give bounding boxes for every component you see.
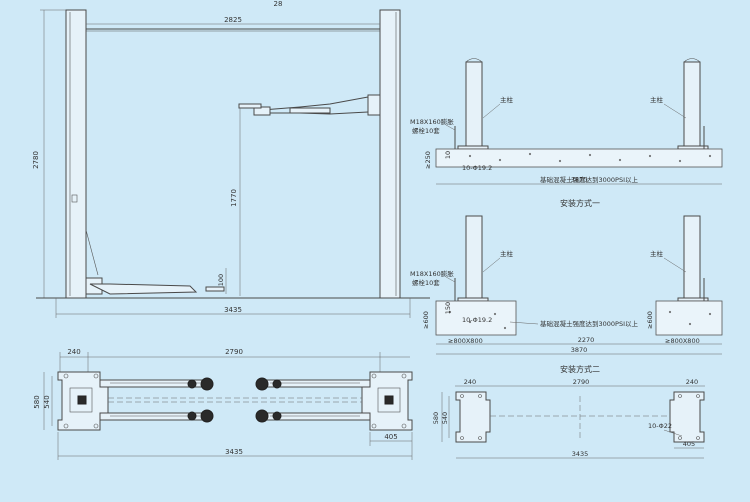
bolt-label-2b: 螺栓10套 <box>412 278 440 287</box>
dim-3435-side: 3435 <box>224 306 242 314</box>
dim-2780: 2780 <box>32 151 40 169</box>
column-left <box>465 61 483 149</box>
dim-240: 240 <box>67 348 80 356</box>
bolt-label-1: M18X160膨胀 <box>410 117 454 126</box>
install-method-1: 3870 M18X160膨胀 螺栓10套 主柱 主柱 ≥250 10 10-Φ1… <box>410 58 723 208</box>
lift-pad-2 <box>200 409 214 423</box>
fp-plate-left <box>455 391 491 443</box>
dim-2825: 2825 <box>224 16 242 24</box>
lift-pad-1 <box>200 377 214 391</box>
bolt-label-2: M18X160膨胀 <box>410 269 454 278</box>
fp-dim-240-left: 240 <box>464 378 476 386</box>
column-label-left-1: 主柱 <box>500 95 514 104</box>
side-elevation: 2825 2780 1770 100 3435 <box>32 9 430 318</box>
fp-dim-405: 405 <box>683 440 695 448</box>
top-number: 28 <box>274 0 283 8</box>
lift-pad-3 <box>255 377 269 391</box>
fp-dim-540: 540 <box>441 412 449 424</box>
caption-method-1: 安装方式一 <box>560 198 600 208</box>
caption-method-2: 安装方式二 <box>560 364 600 374</box>
column-right-2 <box>683 215 701 301</box>
dim-3435-plan: 3435 <box>225 448 243 456</box>
dim-100: 100 <box>217 274 225 286</box>
column-label-right-1: 主柱 <box>650 95 664 104</box>
width-3870-1: 3870 <box>571 176 588 184</box>
depth-right-600: ≥600 <box>646 311 654 329</box>
fp-dim-3435: 3435 <box>572 450 589 458</box>
width-3870-2: 3870 <box>571 346 588 354</box>
column-badge <box>71 194 78 203</box>
footing-left <box>435 300 517 336</box>
depth-250: ≥250 <box>424 151 432 169</box>
dim-580: 580 <box>33 395 41 408</box>
fp-dim-240-right: 240 <box>686 378 698 386</box>
lift-pad-4 <box>255 409 269 423</box>
column-right <box>683 61 701 149</box>
fp-hole-label: 10-Φ22 <box>648 422 672 430</box>
hole-label-2: 10-Φ19.2 <box>462 316 492 324</box>
install-method-2: M18X160膨胀 螺栓10套 主柱 主柱 ≥600 150 ≥600 10-Φ… <box>410 215 723 374</box>
column-label-left-2: 主柱 <box>500 249 514 258</box>
hole-label-1: 10-Φ19.2 <box>462 164 492 172</box>
concrete-note-2: 基础混凝土强度达到3000PSI以上 <box>540 319 639 328</box>
lift-pad-lowered <box>205 286 225 292</box>
pad-size-left: ≥800X800 <box>448 337 483 345</box>
dim-10-1: 10 <box>444 151 452 159</box>
dim-540: 540 <box>43 395 51 408</box>
concrete-slab <box>435 148 723 168</box>
fp-dim-580: 580 <box>432 412 440 424</box>
lift-arm-lowered <box>89 283 198 295</box>
fp-plate-right <box>669 391 705 443</box>
dim-150: 150 <box>444 302 452 314</box>
plan-view: 240 2790 580 540 <box>33 348 413 460</box>
pad-size-right: ≥800X800 <box>665 337 700 345</box>
left-column <box>65 9 87 299</box>
dim-2270: 2270 <box>578 336 595 344</box>
dim-2790: 2790 <box>225 348 243 356</box>
concrete-note-1: 基础混凝土强度达到3000PSI以上 <box>540 175 639 184</box>
footprint-view: 240 2790 240 580 540 10-Φ22 405 3435 <box>432 378 705 459</box>
dim-1770: 1770 <box>230 189 238 207</box>
lift-pad-raised <box>238 103 262 109</box>
right-column <box>379 9 401 299</box>
depth-left-600: ≥600 <box>422 311 430 329</box>
column-label-right-2: 主柱 <box>650 249 664 258</box>
bolt-label-1b: 螺栓10套 <box>412 126 440 135</box>
fp-dim-2790: 2790 <box>573 378 590 386</box>
footing-right <box>655 300 723 336</box>
column-left-2 <box>465 215 483 301</box>
dim-405: 405 <box>384 433 397 441</box>
